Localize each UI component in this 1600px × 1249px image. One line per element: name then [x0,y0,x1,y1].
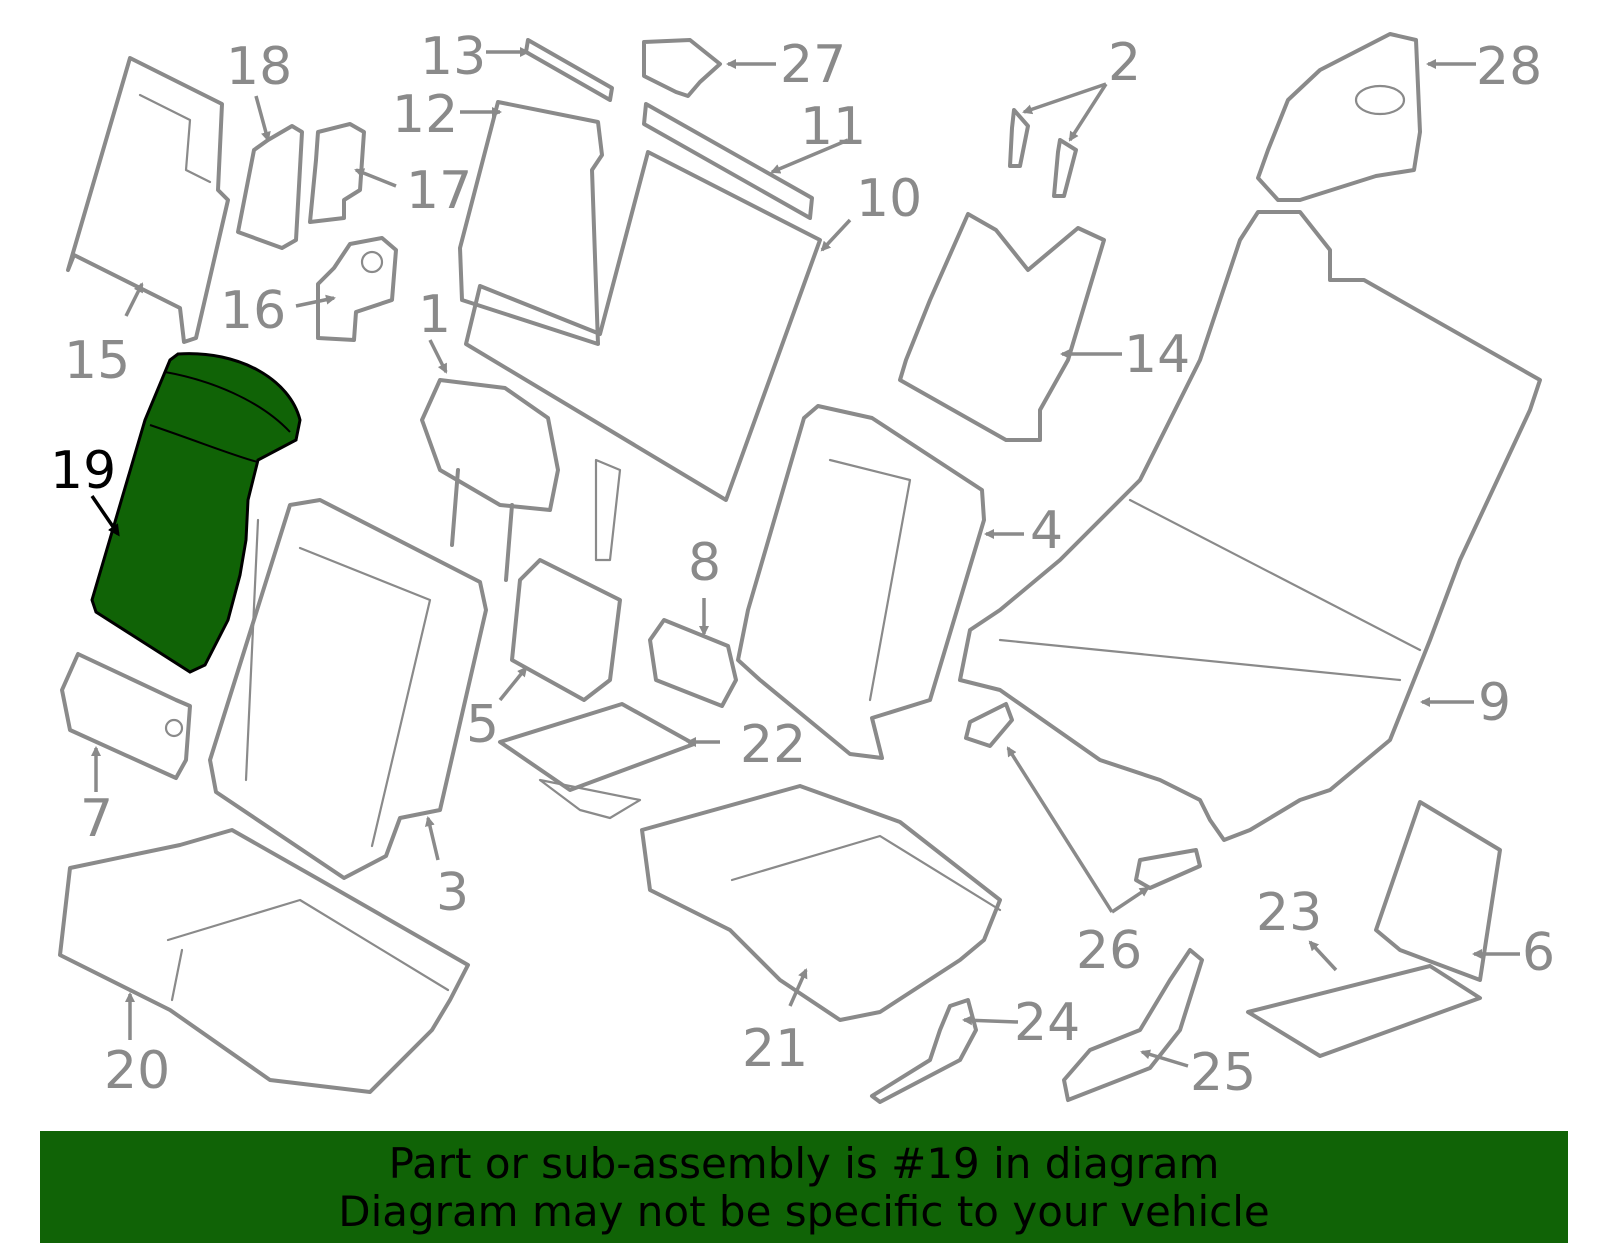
part-11-strip [642,102,814,220]
part-22-tray [498,702,696,820]
part-19-armrest [90,352,302,674]
callout-23: 23 [1256,883,1322,943]
callout-28: 28 [1476,37,1542,97]
banner-line-2: Diagram may not be specific to your vehi… [338,1187,1270,1236]
part-24-hinge [870,998,978,1104]
part-21-seat-cover [640,784,1002,1022]
part-10-panel [464,150,822,502]
callout-24: 24 [1014,993,1080,1053]
callout-1: 1 [418,285,451,345]
part-26-clips [964,702,1202,890]
callout-16: 16 [220,281,286,341]
callout-8: 8 [688,533,721,593]
callout-labels: 1 2 3 4 5 6 7 8 9 10 11 12 13 14 15 16 1… [50,27,1555,1103]
callout-17: 17 [406,161,472,221]
part-17-trim [308,122,366,224]
part-16-bracket [316,236,398,342]
callout-7: 7 [80,789,113,849]
callout-22: 22 [740,715,806,775]
leader-lines [90,47,1520,1068]
part-18-trim [236,124,304,250]
part-13-strip [524,38,614,102]
callout-3: 3 [436,863,469,923]
part-28-side-cover [1256,32,1422,202]
callout-13: 13 [420,27,486,87]
callout-15: 15 [64,331,130,391]
part-27-latch [642,38,722,98]
callout-2: 2 [1108,33,1141,93]
part-2-bolts [1008,108,1078,198]
part-6-panel [1374,800,1502,982]
part-1-headrest [420,378,560,582]
banner-line-1: Part or sub-assembly is #19 in diagram [388,1139,1220,1188]
part-5-panel [510,458,622,702]
callout-27: 27 [780,35,846,95]
part-4-backrest [736,404,986,760]
info-banner: Part or sub-assembly is #19 in diagram D… [40,1131,1568,1243]
callout-4: 4 [1030,501,1063,561]
callout-18: 18 [226,37,292,97]
part-20-seat-cushion [58,828,470,1094]
callout-14: 14 [1124,325,1190,385]
callout-11: 11 [800,97,866,157]
callout-6: 6 [1522,923,1555,983]
part-7-armrest-end [60,652,192,780]
part-14-bracket [898,212,1106,442]
callout-21: 21 [742,1019,808,1079]
callout-5: 5 [466,695,499,755]
part-23-pad [1246,964,1482,1058]
part-9-seat-frame [958,210,1542,842]
part-12-pad [458,100,604,346]
callout-26: 26 [1076,921,1142,981]
part-15-back-panel [66,56,230,344]
part-3-backrest-cover [208,498,488,880]
callout-19: 19 [50,441,116,501]
callout-9: 9 [1478,673,1511,733]
part-25-trim [1062,948,1204,1102]
callout-25: 25 [1190,1043,1256,1103]
callout-10: 10 [856,169,922,229]
part-8-cap [648,618,738,708]
callout-12: 12 [392,85,458,145]
callout-20: 20 [104,1041,170,1101]
